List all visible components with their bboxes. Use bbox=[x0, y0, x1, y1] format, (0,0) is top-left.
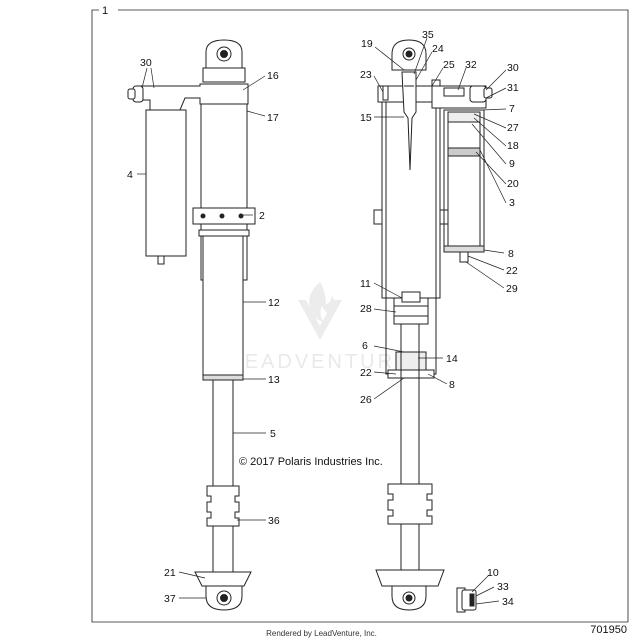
callout-8-lower: 8 bbox=[449, 379, 455, 391]
diagram-frame bbox=[91, 9, 629, 623]
callout-22-upper: 22 bbox=[506, 265, 518, 277]
right-head-fitting bbox=[382, 85, 389, 101]
callout-28: 28 bbox=[360, 303, 372, 315]
small-parts-kit bbox=[456, 587, 477, 613]
left-top-eyelet-bushing bbox=[220, 50, 228, 58]
frame-label: 1 bbox=[102, 5, 108, 17]
watermark-flame-icon bbox=[309, 282, 335, 322]
callout-11: 11 bbox=[360, 278, 371, 290]
callout-6: 6 bbox=[362, 340, 368, 352]
left-adjuster-knob-2 bbox=[127, 88, 136, 100]
callout-33: 33 bbox=[497, 581, 509, 593]
callout-4: 4 bbox=[127, 169, 133, 181]
watermark-text: LEADVENTURE bbox=[231, 351, 412, 373]
callout-30-right: 30 bbox=[507, 62, 519, 74]
left-top-body bbox=[202, 67, 246, 83]
callout-3: 3 bbox=[509, 197, 515, 209]
left-piston-rod bbox=[212, 379, 234, 487]
callout-30-left: 30 bbox=[140, 57, 152, 69]
left-leader-lines bbox=[137, 67, 266, 599]
callout-14: 14 bbox=[446, 353, 458, 365]
callout-23: 23 bbox=[360, 69, 372, 81]
callout-16: 16 bbox=[267, 70, 279, 82]
callout-36: 36 bbox=[268, 515, 280, 527]
callout-35: 35 bbox=[422, 29, 434, 41]
left-rod-lower bbox=[212, 525, 234, 573]
left-lower-shaft bbox=[202, 235, 244, 377]
callout-27: 27 bbox=[507, 122, 519, 134]
left-bottom-clevis bbox=[194, 571, 252, 587]
callout-18: 18 bbox=[507, 140, 519, 152]
right-reservoir-piston bbox=[447, 147, 481, 157]
callout-26: 26 bbox=[360, 394, 372, 406]
callout-20: 20 bbox=[507, 178, 519, 190]
left-wiper-ring bbox=[202, 374, 244, 381]
callout-31: 31 bbox=[507, 82, 519, 94]
callout-24: 24 bbox=[432, 43, 444, 55]
callout-34: 34 bbox=[502, 596, 514, 608]
left-reservoir-cap bbox=[157, 255, 165, 265]
callout-22-lower: 22 bbox=[360, 367, 372, 379]
callout-15: 15 bbox=[360, 112, 372, 124]
footer-credit: Rendered by LeadVenture, Inc. bbox=[266, 629, 377, 638]
callout-32: 32 bbox=[465, 59, 477, 71]
callout-25: 25 bbox=[443, 59, 455, 71]
leadventure-watermark: LEADVENTURE bbox=[231, 282, 412, 373]
watermark-v-icon bbox=[298, 300, 342, 340]
callout-10: 10 bbox=[487, 567, 499, 579]
callout-9: 9 bbox=[509, 158, 515, 170]
right-bottom-clevis bbox=[375, 569, 445, 587]
figure-id: 701950 bbox=[590, 624, 627, 636]
left-callouts: 30 16 17 4 2 12 13 5 36 21 37 bbox=[127, 57, 280, 605]
right-shock-section bbox=[373, 39, 493, 611]
callout-12: 12 bbox=[268, 297, 280, 309]
callout-5: 5 bbox=[270, 428, 276, 440]
copyright-text: © 2017 Polaris Industries Inc. bbox=[239, 456, 383, 468]
right-leader-lines bbox=[373, 37, 507, 605]
callout-7: 7 bbox=[509, 103, 515, 115]
callout-21: 21 bbox=[164, 567, 176, 579]
right-callouts: 19 35 24 25 23 32 30 31 7 15 27 18 9 20 … bbox=[360, 29, 519, 608]
callout-37: 37 bbox=[164, 593, 176, 605]
left-bump-stop bbox=[206, 485, 240, 527]
left-reservoir bbox=[145, 109, 187, 257]
right-bump-stop bbox=[387, 483, 433, 525]
right-damper-needle bbox=[401, 71, 417, 171]
right-piston-rod bbox=[400, 323, 420, 485]
callout-29: 29 bbox=[506, 283, 518, 295]
callout-17: 17 bbox=[267, 112, 279, 124]
callout-8-upper: 8 bbox=[508, 248, 514, 260]
left-shock-assembly bbox=[127, 39, 256, 611]
callout-2: 2 bbox=[259, 210, 265, 222]
callout-19: 19 bbox=[361, 38, 373, 50]
callout-13: 13 bbox=[268, 374, 280, 386]
left-collar bbox=[198, 229, 250, 237]
